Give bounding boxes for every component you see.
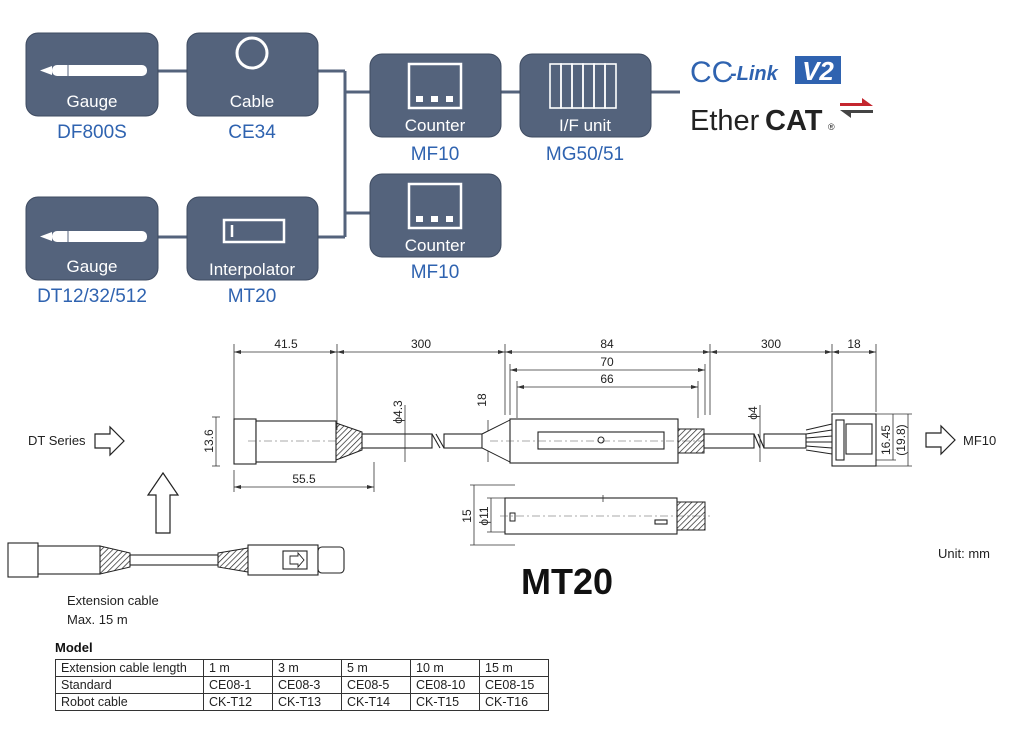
gauge-dt-box: Gauge <box>25 196 159 281</box>
cable-segment-1: ϕ4.3 <box>361 400 483 462</box>
table-cell: Extension cable length <box>55 659 204 677</box>
box-label: Counter <box>405 116 466 135</box>
table-cell: CK-T13 <box>272 693 342 711</box>
cable-segment-2: ϕ4 <box>703 405 807 462</box>
table-cell: 5 m <box>341 659 411 677</box>
ethercat-arrows-icon <box>840 98 873 118</box>
interpolator-mt20-box: Interpolator <box>186 196 319 281</box>
ext-cable-label: Extension cable <box>67 593 159 608</box>
if-unit-modules-icon <box>549 63 617 109</box>
table-cell: 15 m <box>479 659 549 677</box>
model-label: CE34 <box>228 122 276 143</box>
table-cell: 1 m <box>203 659 273 677</box>
model-table: Extension cable length 1 m 3 m 5 m 10 m … <box>55 659 549 711</box>
table-cell: CE08-3 <box>272 676 342 694</box>
dim-300-b: 300 <box>761 337 781 351</box>
dim-phi4-3: ϕ4.3 <box>391 400 405 424</box>
table-cell: CK-T14 <box>341 693 411 711</box>
dim-13-6: 13.6 <box>202 429 216 453</box>
model-label: DT12/32/512 <box>37 286 147 307</box>
table-row: Robot cable CK-T12 CK-T13 CK-T14 CK-T15 … <box>55 693 549 711</box>
drawing-title: MT20 <box>521 561 613 602</box>
mt20-body: 18 <box>475 393 720 464</box>
box-label: Counter <box>405 236 466 255</box>
counter-mf10-box-1: Counter <box>369 53 502 138</box>
gauge-probe-icon <box>40 65 147 76</box>
counter-mf10-box-2: Counter <box>369 173 502 258</box>
dim-phi4: ϕ4 <box>746 406 760 420</box>
cable-coil-icon <box>235 36 269 70</box>
interpolator-icon <box>222 218 286 244</box>
mt20-side-view: 15 ϕ11 <box>460 484 710 546</box>
dim-66: 66 <box>600 372 614 386</box>
dim-19-8: (19.8) <box>894 424 908 455</box>
arrow-right-icon <box>925 424 956 456</box>
table-row: Standard CE08-1 CE08-3 CE08-5 CE08-10 CE… <box>55 676 549 694</box>
dim-41-5: 41.5 <box>274 337 298 351</box>
counter-display-icon <box>407 62 463 110</box>
dimension-drawing: 41.5 300 84 300 18 70 66 55.5 13.6 ϕ4.3 <box>7 337 996 627</box>
arrow-up-icon <box>146 471 180 534</box>
extension-cable: Extension cable Max. 15 m <box>7 542 345 627</box>
ethercat-ether-text: Ether <box>690 105 760 137</box>
dim-84: 84 <box>600 337 614 351</box>
dim-18-top: 18 <box>847 337 861 351</box>
gauge-df800s-box: Gauge <box>25 32 159 117</box>
if-unit-mg50-box: I/F unit <box>519 53 652 138</box>
gauge-probe-icon <box>40 231 147 242</box>
connection-lines <box>158 69 680 239</box>
model-label: MG50/51 <box>546 144 624 165</box>
cclink-v2-text: V2 <box>802 56 834 86</box>
cclink-link-text: -Link <box>730 63 779 85</box>
table-cell: 10 m <box>410 659 480 677</box>
table-cell: 3 m <box>272 659 342 677</box>
table-cell: CK-T15 <box>410 693 480 711</box>
table-cell: CE08-10 <box>410 676 480 694</box>
ext-cable-max: Max. 15 m <box>67 612 128 627</box>
table-cell: CE08-1 <box>203 676 273 694</box>
dim-phi11: ϕ11 <box>477 506 491 526</box>
counter-display-icon <box>407 182 463 230</box>
dt-connector-plug: 13.6 <box>202 416 363 467</box>
box-label: I/F unit <box>559 116 611 135</box>
dim-18-side: 18 <box>475 393 489 407</box>
arrow-right-icon <box>94 425 125 457</box>
model-label: MF10 <box>411 144 460 165</box>
model-label: DF800S <box>57 122 127 143</box>
model-label: MT20 <box>228 286 277 307</box>
table-cell: CE08-15 <box>479 676 549 694</box>
ethercat-cat-text: CAT <box>765 105 823 137</box>
unit-label: Unit: mm <box>938 546 990 561</box>
model-table-title: Model <box>55 640 93 655</box>
table-cell: CK-T16 <box>479 693 549 711</box>
ethercat-reg-text: ® <box>828 122 835 132</box>
dimension-arrowheads <box>234 350 876 489</box>
table-cell: Standard <box>55 676 204 694</box>
dim-16-45: 16.45 <box>879 425 893 455</box>
box-label: Cable <box>230 92 274 111</box>
cclink-cc-text: CC <box>690 56 733 89</box>
box-label: Gauge <box>66 257 117 276</box>
cclink-v2-logo: CC -Link V2 <box>690 56 841 89</box>
label-mf10: MF10 <box>963 433 996 448</box>
dim-300-a: 300 <box>411 337 431 351</box>
table-cell: Robot cable <box>55 693 204 711</box>
label-dt-series: DT Series <box>28 433 86 448</box>
table-cell: CE08-5 <box>341 676 411 694</box>
table-header-row: Extension cable length 1 m 3 m 5 m 10 m … <box>55 659 549 677</box>
ethercat-logo: Ether CAT ® <box>690 98 873 137</box>
table-cell: CK-T12 <box>203 693 273 711</box>
dim-55-5: 55.5 <box>292 472 316 486</box>
mf10-connector: 16.45 (19.8) <box>805 413 912 467</box>
box-label: Interpolator <box>209 260 295 279</box>
dim-15: 15 <box>460 509 474 523</box>
model-label: MF10 <box>411 262 460 283</box>
dim-70: 70 <box>600 355 614 369</box>
cable-ce34-box: Cable <box>186 32 319 117</box>
box-label: Gauge <box>66 92 117 111</box>
